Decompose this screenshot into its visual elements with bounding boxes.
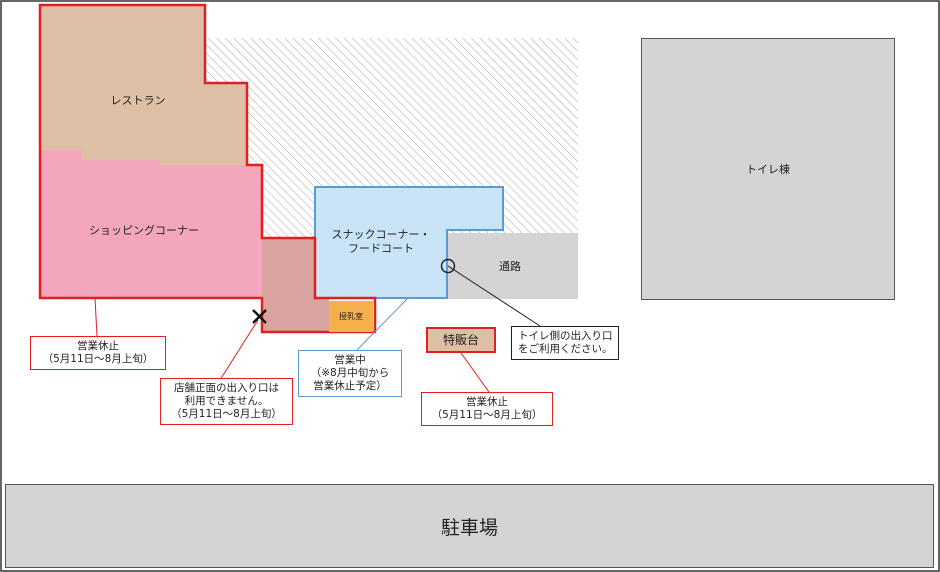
callout-text: （※8月中旬から [310,367,390,379]
toilet-entrance-circle-icon [440,258,456,274]
snack-corner-label-line1: スナックコーナー・ [331,228,431,241]
closed-entrance-x-icon [252,309,267,324]
snack-open-callout: 営業中 （※8月中旬から 営業休止予定） [298,350,402,397]
toilet-entrance-callout: トイレ側の出入り口 をご利用ください。 [511,326,619,360]
snack-corner-label-line2: フードコート [348,242,414,255]
callout-text: 営業休止 [77,340,119,352]
toilet-building-label: トイレ棟 [746,163,790,176]
passage-label: 通路 [499,260,521,273]
callout-text: （5月11日～8月上旬） [171,408,282,420]
callout-text: （5月11日～8月上旬） [42,353,154,365]
lobby-area [262,238,315,332]
shopping-corner-label: ショッピングコーナー [89,224,199,237]
callout-text: 営業休止 [466,396,508,408]
snack-callout-line [356,297,409,351]
parking-label: 駐車場 [440,516,498,539]
restaurant-label: レストラン [110,94,166,107]
toilet-entrance-callout-line [447,265,541,327]
callout-text: 営業休止予定） [313,380,387,392]
callout-text: 利用できません。 [184,395,269,407]
parking-lot: 駐車場 [5,484,934,568]
passage-area [447,233,578,299]
callout-text: 店舗正面の出入り口は [174,382,279,394]
stand-callout-line [460,352,490,393]
restaurant-area [40,5,247,165]
shopping-closed-callout: 営業休止 （5月11日～8月上旬） [30,336,166,370]
callout-text: （5月11日～8月上旬） [431,409,543,421]
toilet-building: トイレ棟 [641,38,895,300]
closed-building-outline [38,3,377,334]
stand-closed-callout: 営業休止 （5月11日～8月上旬） [421,392,553,426]
callout-text: をご利用ください。 [518,343,613,355]
entrance-closed-callout: 店舗正面の出入り口は 利用できません。 （5月11日～8月上旬） [160,378,293,425]
lobby-area-lower [315,298,329,332]
nursing-room: 授乳室 [329,301,373,332]
snack-corner-label: スナックコーナー・ フードコート [332,228,431,256]
special-stand: 特販台 [426,327,496,353]
callout-text: トイレ側の出入り口 [518,330,613,342]
shopping-area [40,150,262,298]
shopping-callout-line [94,297,98,337]
entrance-callout-line [219,319,259,381]
callout-text: 営業中 [334,354,366,366]
